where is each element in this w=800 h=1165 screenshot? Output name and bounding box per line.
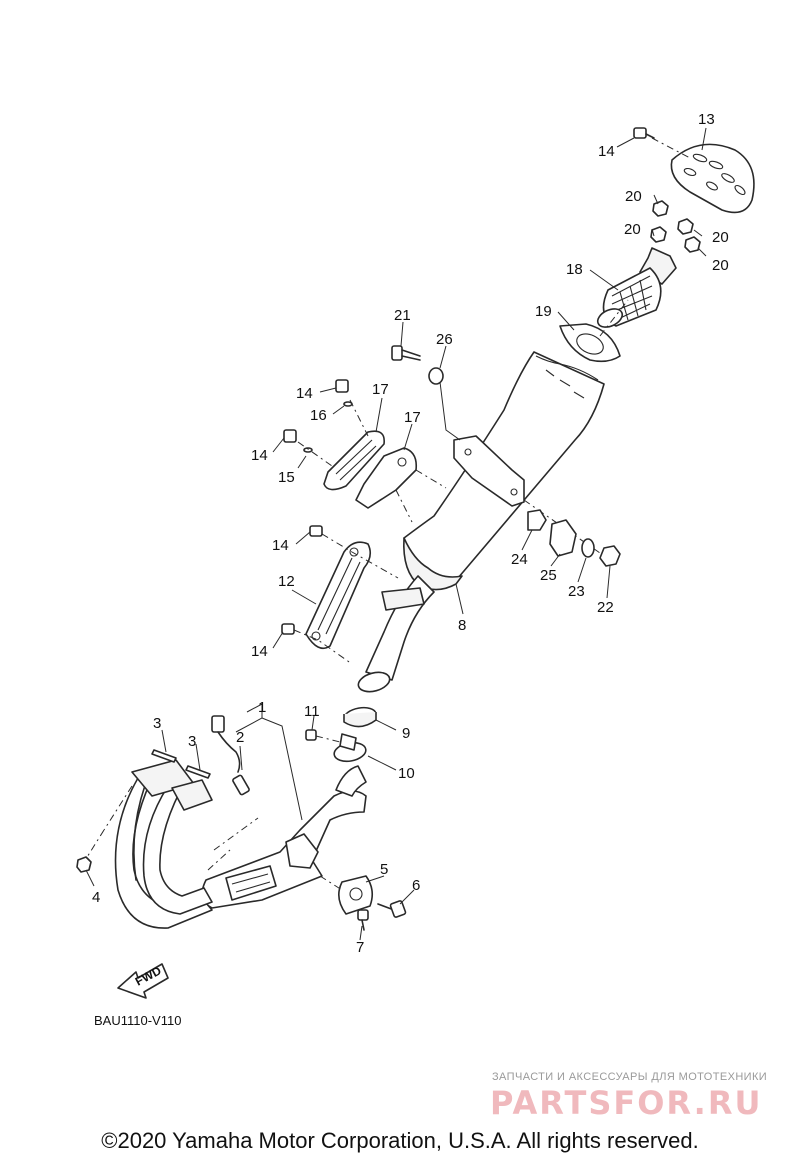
silencer[interactable]	[403, 351, 605, 591]
nut-20d[interactable]	[684, 236, 701, 253]
collar-24[interactable]	[527, 509, 547, 531]
callout-20-c: 20	[712, 229, 729, 246]
bolt-14-mid[interactable]	[283, 429, 297, 443]
clamp-10[interactable]	[333, 733, 368, 764]
callout-13: 12	[278, 573, 295, 590]
callout-2: 2	[236, 729, 244, 746]
callout-21: 21	[394, 307, 411, 324]
callout-19: 19	[535, 303, 552, 320]
callout-1: 1	[258, 699, 266, 716]
callout-23: 23	[568, 583, 585, 600]
callout-14-b: 14	[296, 385, 313, 402]
bracket-16[interactable]	[355, 447, 418, 509]
callout-22: 22	[597, 599, 614, 616]
callout-16: 17	[404, 409, 421, 426]
header-gasket-3b[interactable]	[185, 765, 211, 779]
callout-14-d: 14	[272, 537, 289, 554]
callout-24: 24	[511, 551, 528, 568]
baffle-insert[interactable]	[595, 247, 677, 331]
callout-26: 26	[436, 331, 453, 348]
nut-20c[interactable]	[677, 218, 694, 235]
callout-25: 25	[540, 567, 557, 584]
callout-10: 10	[398, 765, 415, 782]
callout-18: 18	[566, 261, 583, 278]
callout-3-b: 3	[188, 733, 196, 750]
callout-9: 9	[402, 725, 410, 742]
bolt-14-upper[interactable]	[335, 379, 349, 393]
watermark-brand: PARTSFOR.RU	[490, 1084, 763, 1122]
callout-14-c: 14	[251, 447, 268, 464]
callout-14-top: 14	[598, 143, 615, 160]
callout-4: 4	[92, 889, 100, 906]
exhaust-header[interactable]	[114, 759, 367, 929]
link-pipe[interactable]	[356, 575, 435, 695]
bolt-14-protector-top[interactable]	[309, 525, 323, 537]
bracket-5[interactable]	[338, 875, 374, 915]
callout-14-e: 14	[251, 643, 268, 660]
cap-bolt[interactable]	[633, 127, 655, 139]
washer-17-mid[interactable]	[303, 447, 313, 453]
callout-20-a: 20	[625, 188, 642, 205]
washer-26[interactable]	[428, 367, 444, 385]
protector-13[interactable]	[305, 541, 372, 650]
protector-15[interactable]	[323, 430, 385, 491]
callout-20-d: 20	[712, 257, 729, 274]
callout-17-b: 15	[278, 469, 295, 486]
callout-20-b: 20	[624, 221, 641, 238]
callout-7: 7	[356, 939, 364, 956]
callout-12: 13	[698, 111, 715, 128]
bolt-7[interactable]	[357, 909, 369, 931]
nut-4[interactable]	[76, 856, 92, 873]
bolt-21[interactable]	[391, 345, 421, 361]
bolt-14-protector-bottom[interactable]	[281, 623, 295, 635]
nut-22[interactable]	[599, 545, 621, 567]
copyright-footer: ©2020 Yamaha Motor Corporation, U.S.A. A…	[101, 1128, 699, 1153]
damper-25[interactable]	[549, 519, 577, 557]
callout-11: 11	[304, 703, 320, 720]
bolt-6[interactable]	[377, 900, 407, 918]
forward-arrow-icon: FWD	[117, 963, 169, 999]
nut-20b[interactable]	[650, 226, 667, 243]
callout-8: 8	[458, 617, 466, 634]
watermark-tagline: ЗАПЧАСТИ И АКСЕССУАРЫ ДЛЯ МОТОТЕХНИКИ	[492, 1071, 768, 1083]
bolt-11[interactable]	[305, 729, 317, 741]
washer-23[interactable]	[581, 538, 595, 558]
drawing-code: BAU1110-V110	[94, 1013, 181, 1028]
nut-20a[interactable]	[652, 200, 669, 217]
callout-5: 5	[380, 861, 388, 878]
gasket-9[interactable]	[343, 705, 377, 728]
callout-3-a: 3	[153, 715, 161, 732]
header-gasket-3a[interactable]	[151, 749, 177, 763]
callout-15: 17	[372, 381, 389, 398]
end-cap-cover[interactable]	[670, 143, 755, 214]
o2-sensor[interactable]	[211, 715, 250, 796]
callout-6: 6	[412, 877, 420, 894]
callout-17-a: 16	[310, 407, 327, 424]
gasket[interactable]	[559, 323, 621, 363]
